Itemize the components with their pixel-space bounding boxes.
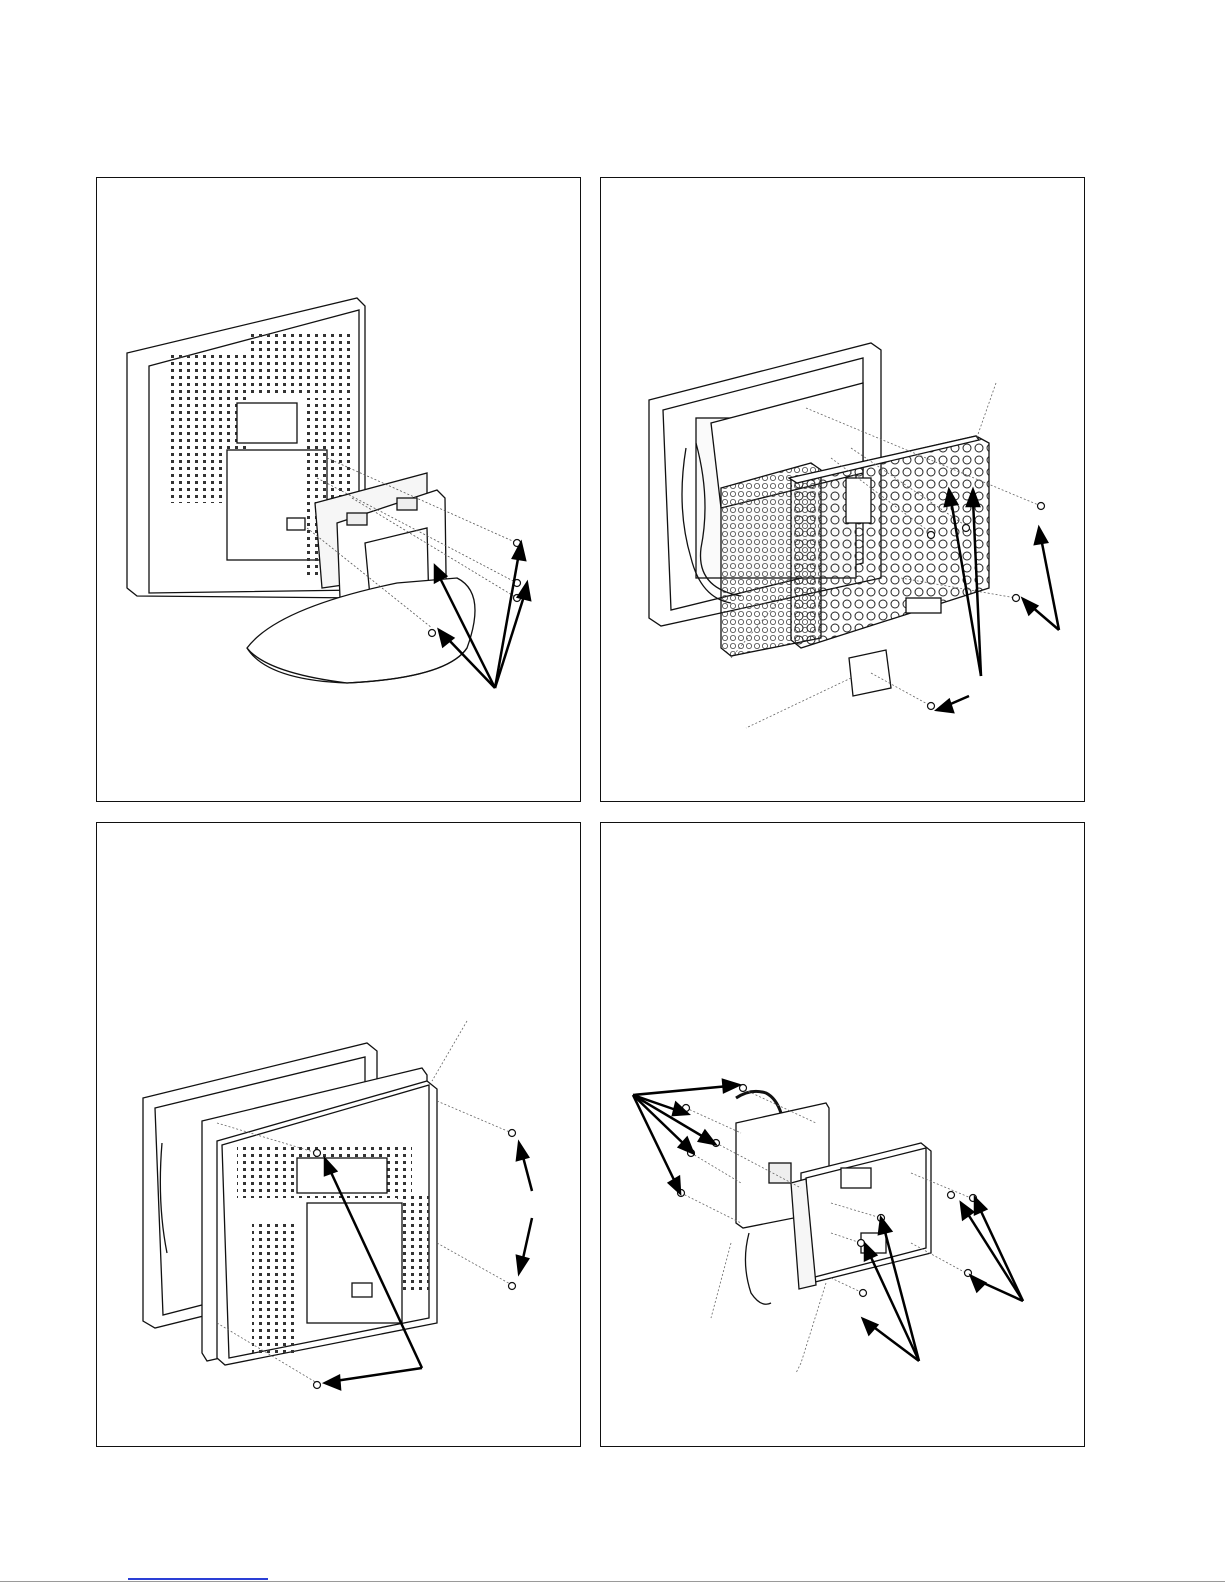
stand-removal-illustration: [97, 178, 582, 803]
figure-panel-stand-removal: [96, 177, 581, 802]
figure-panel-shield-removal: [600, 177, 1085, 802]
shield-removal-illustration: [601, 178, 1086, 803]
page-footer: [0, 1576, 1225, 1585]
footer-rule: [0, 1581, 1225, 1582]
footer-link-underline[interactable]: [128, 1578, 268, 1580]
figure-panel-board-assembly: [600, 822, 1085, 1447]
rear-cover-removal-illustration: [97, 823, 582, 1448]
figure-panel-rear-cover-removal: [96, 822, 581, 1447]
board-assembly-illustration: [601, 823, 1086, 1448]
